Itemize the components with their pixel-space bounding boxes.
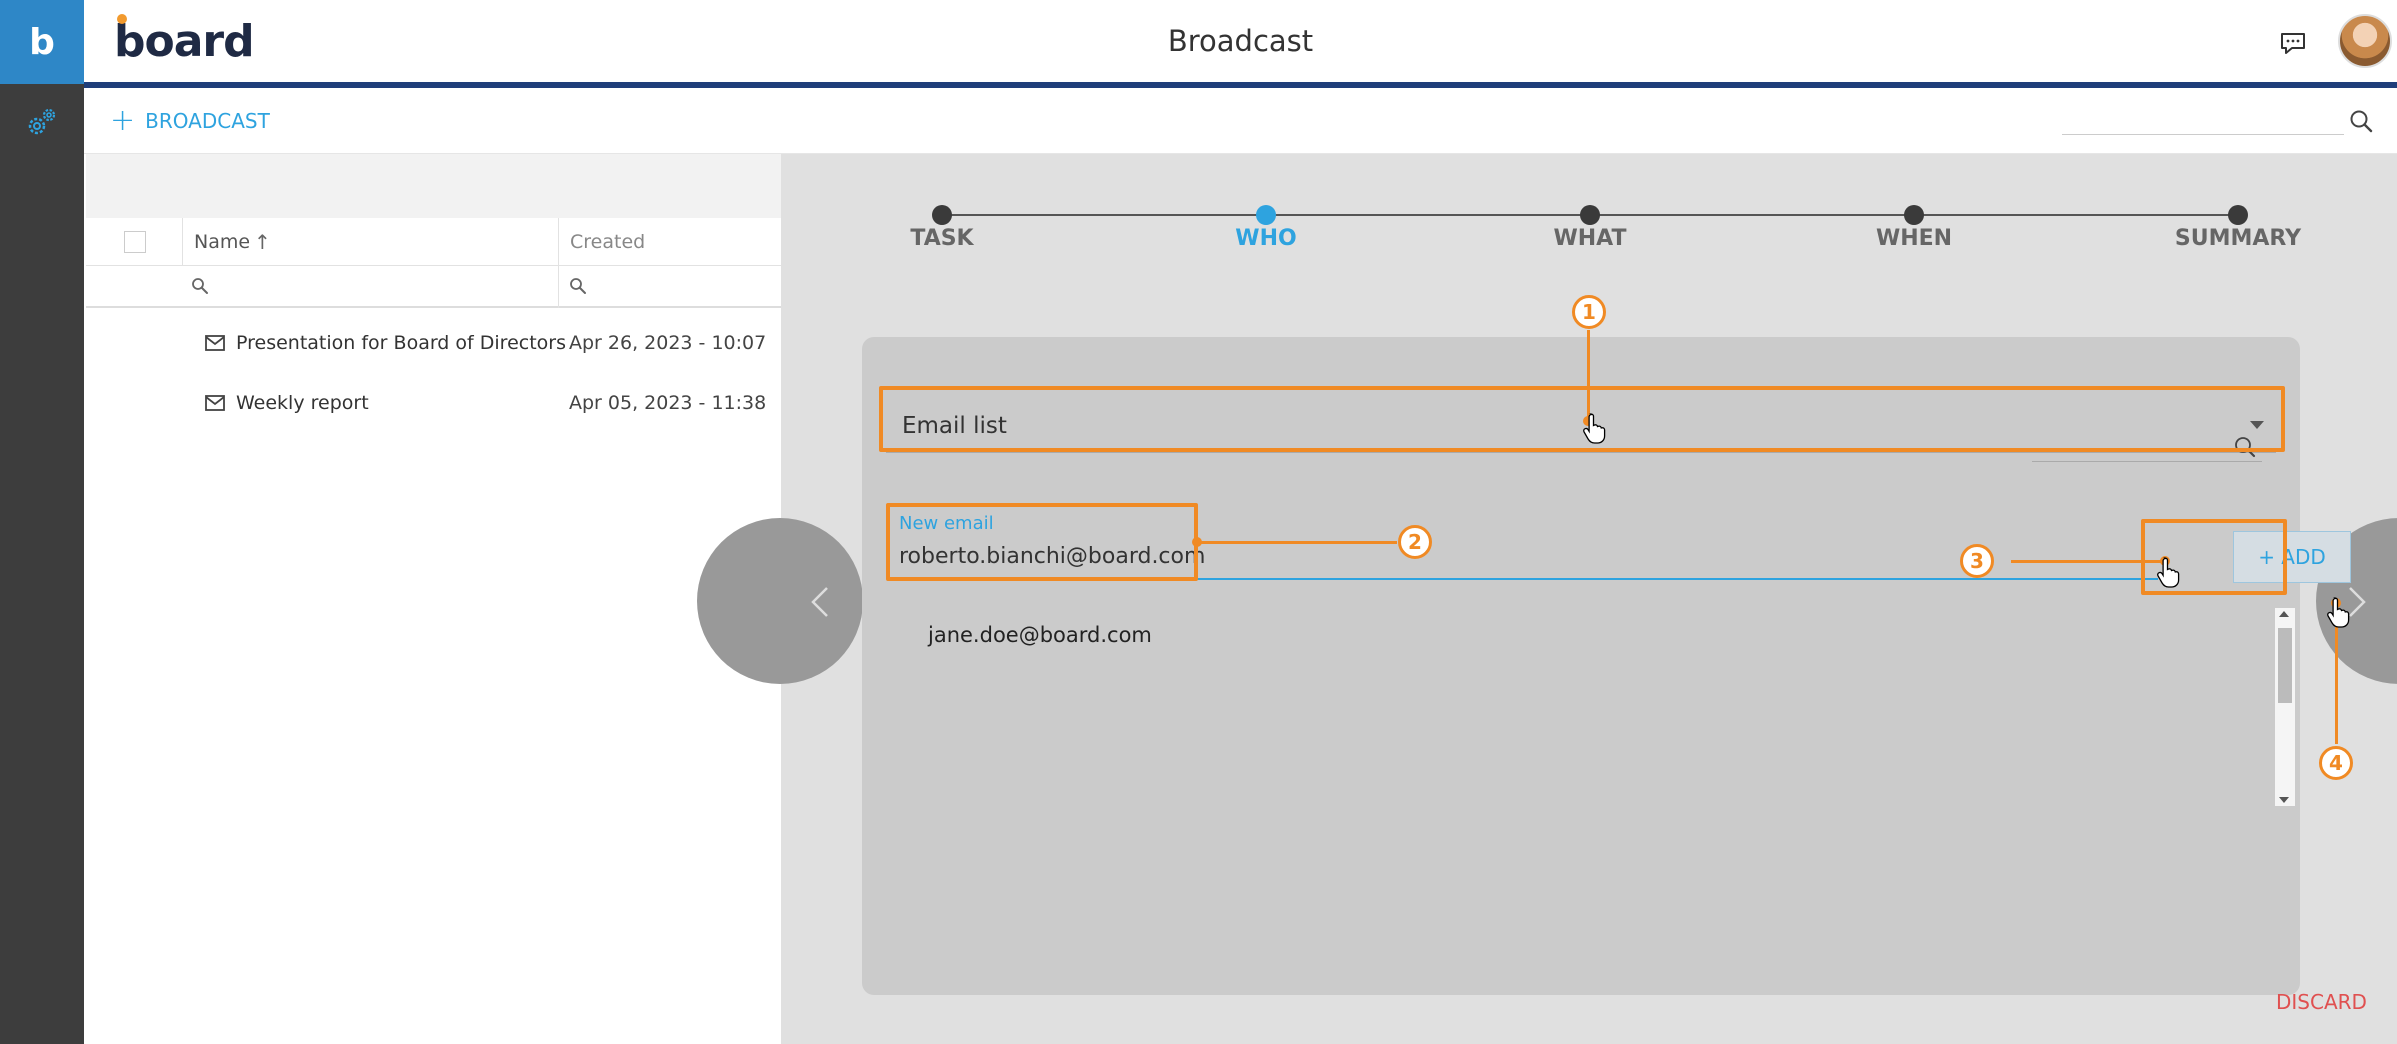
mail-icon xyxy=(204,394,226,412)
chevron-down-icon xyxy=(2250,421,2264,429)
broadcast-wizard-panel: TASK WHO WHAT WHEN SUMMARY Email list Ne… xyxy=(697,154,2397,1044)
column-header-created[interactable]: Created xyxy=(570,231,646,253)
recipient-type-value: Email list xyxy=(902,413,1007,439)
callout-dot-1 xyxy=(1583,416,1593,426)
step-dot-task[interactable] xyxy=(932,205,952,225)
mail-icon xyxy=(204,334,226,352)
email-search-input[interactable] xyxy=(2032,461,2262,462)
new-email-underline xyxy=(898,578,2158,580)
settings-gear-icon[interactable] xyxy=(24,104,60,140)
scroll-up-arrow-icon[interactable] xyxy=(2279,611,2289,617)
highlight-box-1 xyxy=(879,386,2285,452)
brand-logo[interactable]: board xyxy=(114,14,255,67)
step-label-what[interactable]: WHAT xyxy=(1553,226,1627,251)
app-logo-letter: b xyxy=(29,21,55,63)
brand-logo-dot xyxy=(117,14,127,24)
list-header: Name ↑ Created xyxy=(86,218,781,266)
recipients-card: Email list New email + ADD jane.doe@boar… xyxy=(862,337,2351,995)
left-rail: b xyxy=(0,0,84,1044)
brand-logo-text: board xyxy=(114,16,255,67)
add-broadcast-button[interactable]: + BROADCAST xyxy=(110,106,270,136)
step-label-task[interactable]: TASK xyxy=(910,226,974,251)
callout-line-3 xyxy=(2011,560,2169,563)
app-header: board Broadcast xyxy=(84,0,2397,82)
new-email-label: New email xyxy=(899,513,994,534)
step-label-when[interactable]: WHEN xyxy=(1875,226,1953,251)
callout-badge-4: 4 xyxy=(2319,746,2353,780)
callout-line-2 xyxy=(1198,541,1397,544)
previous-step-button[interactable] xyxy=(697,518,863,684)
scroll-down-arrow-icon[interactable] xyxy=(2279,797,2289,803)
search-icon[interactable] xyxy=(2348,108,2374,134)
step-label-who[interactable]: WHO xyxy=(1235,226,1297,251)
column-divider xyxy=(558,218,559,266)
highlight-box-2 xyxy=(886,503,1198,581)
chevron-right-icon xyxy=(2349,587,2366,617)
email-list-scrollbar[interactable] xyxy=(2275,608,2295,806)
list-item[interactable]: jane.doe@board.com xyxy=(928,623,1152,647)
callout-badge-2: 2 xyxy=(1398,525,1432,559)
callout-line-1 xyxy=(1587,330,1590,422)
hand-cursor-icon xyxy=(2327,597,2350,628)
recipient-type-select[interactable]: Email list xyxy=(886,397,2276,453)
search-input[interactable] xyxy=(2062,134,2344,135)
broadcast-list-panel: Name ↑ Created Presentation for Board of… xyxy=(86,154,781,1044)
column-divider xyxy=(182,218,183,266)
add-email-button[interactable]: + ADD xyxy=(2233,531,2351,583)
discard-button[interactable]: DISCARD xyxy=(2276,990,2367,1014)
list-topbar xyxy=(86,154,781,218)
app-logo[interactable]: b xyxy=(0,0,84,84)
filter-row xyxy=(86,266,781,308)
header-accent-bar xyxy=(84,82,2397,88)
callout-line-4 xyxy=(2335,602,2338,744)
step-dot-when[interactable] xyxy=(1904,205,1924,225)
row-created: Apr 26, 2023 - 10:07 xyxy=(569,332,767,354)
toolbar: + BROADCAST xyxy=(84,88,2397,154)
add-broadcast-label: BROADCAST xyxy=(145,109,270,133)
chevron-left-icon xyxy=(811,587,828,617)
row-name: Weekly report xyxy=(236,392,369,414)
select-all-checkbox[interactable] xyxy=(124,231,146,253)
callout-badge-3: 3 xyxy=(1960,544,1994,578)
column-header-name[interactable]: Name xyxy=(194,231,251,253)
highlight-box-3 xyxy=(2141,519,2287,595)
table-row[interactable]: Weekly report Apr 05, 2023 - 11:38 xyxy=(86,374,781,434)
row-created: Apr 05, 2023 - 11:38 xyxy=(569,392,767,414)
table-row[interactable]: Presentation for Board of Directors Apr … xyxy=(86,314,781,374)
filter-created-search-icon[interactable] xyxy=(568,276,588,296)
step-dot-who[interactable] xyxy=(1256,205,1276,225)
chat-icon[interactable] xyxy=(2278,28,2308,58)
page-title: Broadcast xyxy=(1167,24,1314,58)
step-dot-summary[interactable] xyxy=(2228,205,2248,225)
sort-ascending-icon[interactable]: ↑ xyxy=(254,230,271,254)
filter-name-search-icon[interactable] xyxy=(190,276,210,296)
row-name: Presentation for Board of Directors xyxy=(236,332,566,354)
avatar[interactable] xyxy=(2338,14,2392,68)
column-divider xyxy=(558,266,559,308)
scroll-thumb[interactable] xyxy=(2278,628,2292,703)
hand-cursor-icon xyxy=(1583,413,1606,444)
step-dot-what[interactable] xyxy=(1580,205,1600,225)
step-label-summary[interactable]: SUMMARY xyxy=(2174,226,2302,251)
hand-cursor-icon xyxy=(2157,557,2180,588)
callout-badge-1: 1 xyxy=(1572,295,1606,329)
plus-icon: + xyxy=(110,103,136,138)
new-email-input[interactable] xyxy=(899,537,2149,575)
callout-dot-2 xyxy=(1192,537,1202,547)
